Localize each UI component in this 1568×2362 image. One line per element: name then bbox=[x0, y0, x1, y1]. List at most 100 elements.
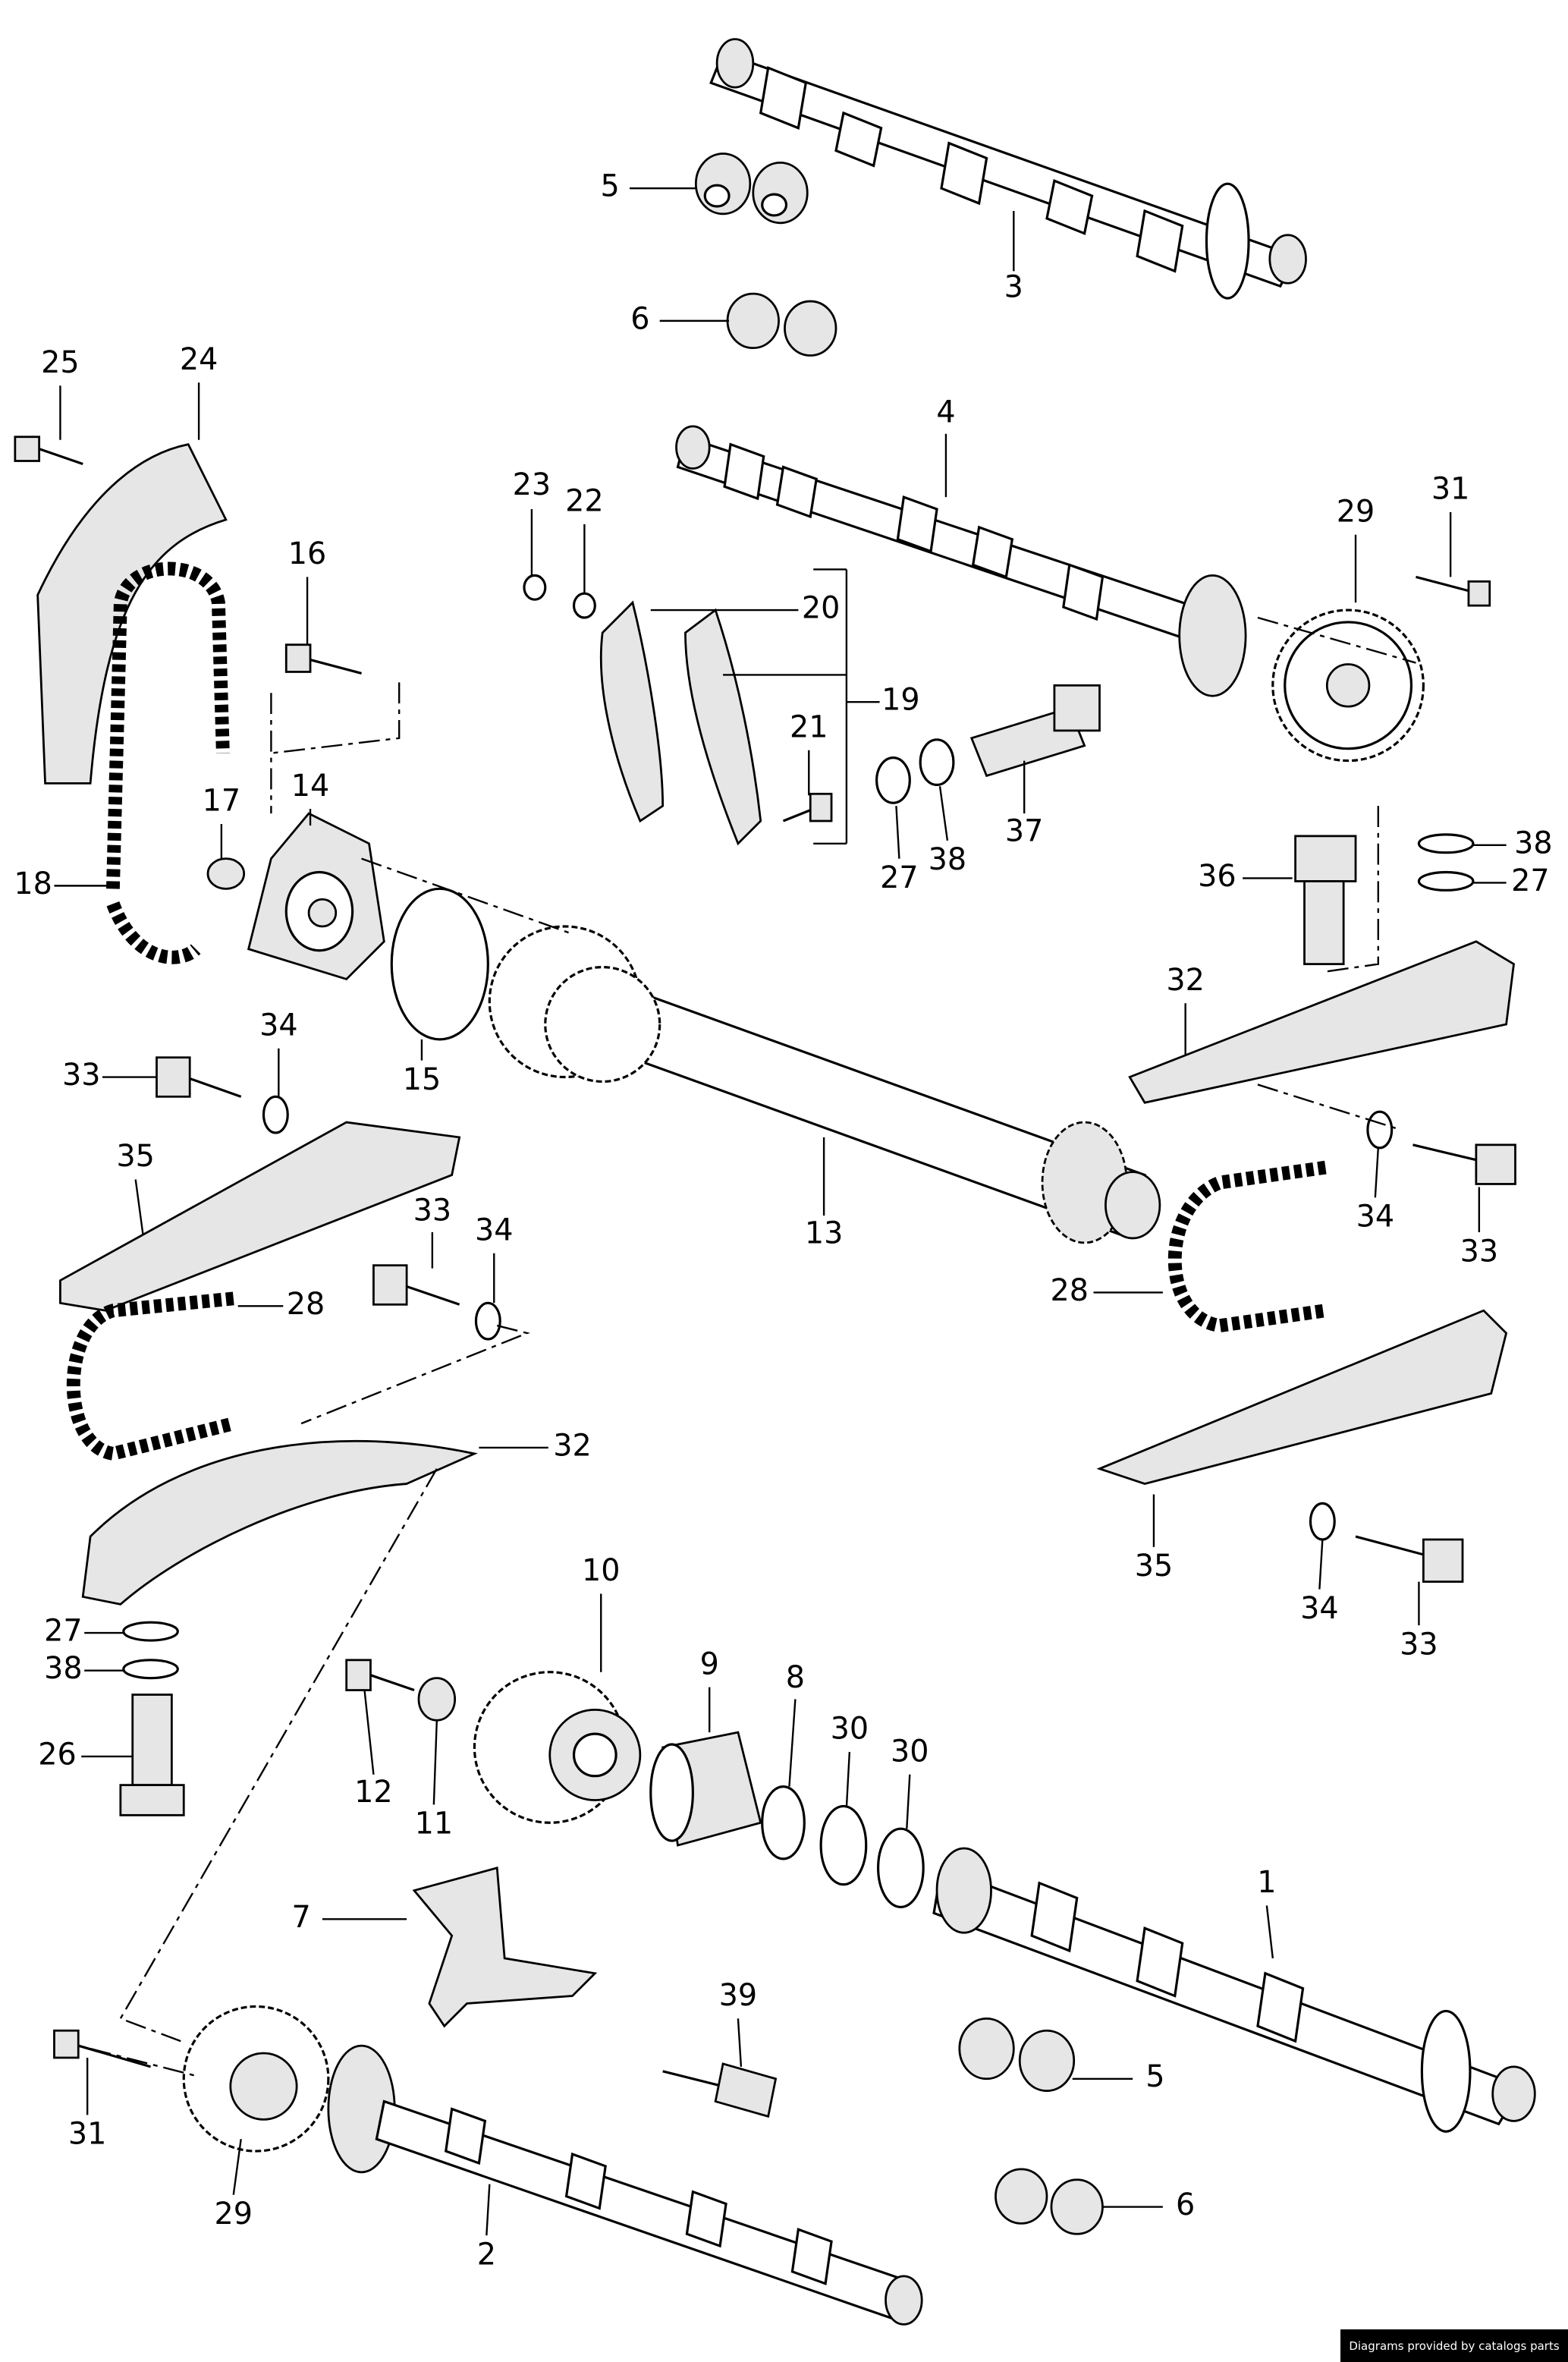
callout-5: 5 bbox=[601, 169, 620, 204]
callout-12: 12 bbox=[354, 1775, 393, 1810]
callout-9: 9 bbox=[700, 1646, 719, 1681]
callout-13: 13 bbox=[805, 1216, 844, 1250]
washers-23-22 bbox=[523, 574, 596, 619]
callout-25: 25 bbox=[41, 345, 80, 380]
bolt-25 bbox=[14, 436, 83, 465]
callout-27: 27 bbox=[1511, 863, 1550, 898]
chain-28-left bbox=[66, 1291, 235, 1461]
guide-rail-32-left bbox=[81, 1439, 478, 1606]
callout-18: 18 bbox=[14, 866, 52, 901]
rings-8-30 bbox=[761, 1785, 925, 1909]
bolts-33-34 bbox=[156, 1056, 1516, 1583]
callout-31: 31 bbox=[1431, 472, 1470, 507]
callout-33: 33 bbox=[1460, 1234, 1499, 1269]
callout-32: 32 bbox=[1166, 963, 1205, 998]
callout-2: 2 bbox=[477, 2238, 496, 2272]
crankshaft-1 bbox=[932, 1847, 1536, 2133]
sprocket-29-bottom bbox=[182, 2005, 330, 2153]
chain-guide-24 bbox=[36, 443, 228, 785]
washer-17 bbox=[206, 857, 246, 890]
callout-24: 24 bbox=[180, 342, 218, 377]
callout-19: 19 bbox=[881, 683, 920, 718]
bolt-31-top bbox=[1416, 575, 1491, 607]
callout-26: 26 bbox=[38, 1737, 77, 1772]
callout-14: 14 bbox=[291, 769, 330, 804]
rings-27-38-mid bbox=[875, 738, 955, 804]
leader-lines bbox=[54, 187, 1507, 2236]
callout-28: 28 bbox=[1051, 1273, 1089, 1308]
callout-3: 3 bbox=[1004, 270, 1023, 305]
sprocket-10 bbox=[473, 1671, 642, 1824]
callout-34: 34 bbox=[259, 1008, 298, 1043]
callout-32: 32 bbox=[553, 1428, 592, 1463]
callout-35: 35 bbox=[116, 1139, 155, 1174]
watermark: Diagrams provided by catalogs parts bbox=[1340, 2329, 1568, 2362]
callout-31: 31 bbox=[68, 2117, 107, 2152]
bucket-tappets-5-top bbox=[694, 153, 809, 225]
rings-27-38-left bbox=[122, 1621, 179, 1680]
tensioner-26 bbox=[119, 1694, 185, 1816]
callout-6: 6 bbox=[1176, 2187, 1195, 2222]
callout-22: 22 bbox=[565, 484, 604, 519]
callout-15: 15 bbox=[403, 1062, 441, 1097]
callout-11: 11 bbox=[415, 1807, 454, 1841]
sleeve-9 bbox=[649, 1731, 762, 1847]
callout-33: 33 bbox=[62, 1058, 101, 1093]
seal-ring-15 bbox=[390, 887, 489, 1041]
callout-34: 34 bbox=[1300, 1591, 1339, 1626]
callout-10: 10 bbox=[582, 1553, 621, 1588]
callout-34: 34 bbox=[475, 1213, 514, 1248]
guide-rails-20-19 bbox=[599, 600, 762, 846]
bucket-tappets-6-bottom bbox=[995, 2168, 1104, 2235]
callout-33: 33 bbox=[413, 1194, 452, 1228]
pin-39 bbox=[662, 2062, 778, 2118]
callout-28: 28 bbox=[287, 1287, 325, 1322]
callout-labels: 5 3 6 25 24 4 23 22 31 29 16 20 19 21 14… bbox=[14, 169, 1552, 2272]
bucket-tappets-6-top bbox=[726, 292, 837, 357]
chain-28-right bbox=[1167, 1160, 1327, 1333]
intermediate-shaft-13 bbox=[488, 925, 1161, 1244]
callout-37: 37 bbox=[1005, 813, 1044, 848]
bolt-12-nut-11 bbox=[345, 1659, 457, 1722]
callout-33: 33 bbox=[1400, 1627, 1438, 1662]
bracket-7 bbox=[412, 1867, 598, 2028]
callout-8: 8 bbox=[786, 1660, 805, 1695]
callout-30: 30 bbox=[831, 1712, 869, 1747]
callout-4: 4 bbox=[936, 395, 955, 429]
pin-21 bbox=[782, 792, 833, 822]
callout-23: 23 bbox=[513, 467, 551, 502]
tensioner-37 bbox=[969, 684, 1101, 778]
callout-17: 17 bbox=[203, 784, 241, 819]
bolt-16 bbox=[284, 643, 362, 675]
bucket-tappets-5-bottom bbox=[958, 2017, 1076, 2093]
callout-5: 5 bbox=[1145, 2059, 1164, 2094]
callout-38: 38 bbox=[44, 1651, 83, 1686]
callout-27: 27 bbox=[44, 1614, 83, 1649]
callout-36: 36 bbox=[1198, 859, 1236, 894]
callout-27: 27 bbox=[880, 860, 919, 895]
guide-rail-32-right bbox=[1128, 940, 1516, 1104]
chain-tensioner-housing-14 bbox=[247, 812, 385, 981]
callout-29: 29 bbox=[1337, 494, 1375, 529]
callout-34: 34 bbox=[1356, 1200, 1395, 1234]
callout-16: 16 bbox=[288, 536, 327, 571]
camshaft-3 bbox=[709, 38, 1307, 300]
callout-20: 20 bbox=[802, 591, 841, 626]
tensioner-36 bbox=[1294, 835, 1357, 966]
callout-39: 39 bbox=[719, 1978, 758, 2013]
timing-chain-18 bbox=[105, 561, 230, 964]
callout-38: 38 bbox=[929, 842, 967, 877]
alignment-line bbox=[90, 616, 1416, 2077]
callout-6: 6 bbox=[630, 301, 649, 336]
guide-rail-35-right bbox=[1096, 1309, 1508, 1486]
sprocket-29-top bbox=[1271, 609, 1425, 763]
callout-21: 21 bbox=[790, 709, 828, 744]
callout-1: 1 bbox=[1257, 1865, 1276, 1900]
camshaft-2 bbox=[327, 2044, 923, 2326]
callout-29: 29 bbox=[215, 2197, 253, 2231]
callout-30: 30 bbox=[891, 1734, 929, 1769]
rings-38-27-right bbox=[1417, 833, 1475, 892]
callout-7: 7 bbox=[291, 1900, 310, 1935]
guide-rail-35-left bbox=[59, 1121, 461, 1312]
